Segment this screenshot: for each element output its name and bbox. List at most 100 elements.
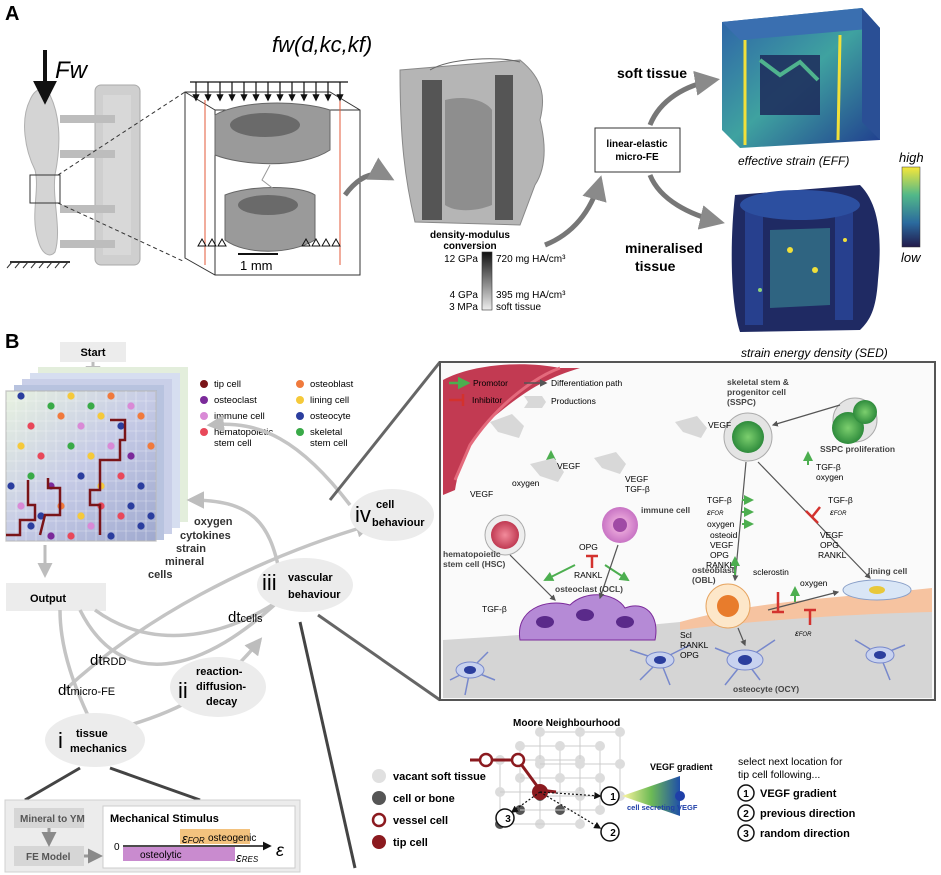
density-modulus-table: 12 GPa 720 mg HA/cm³ 4 GPa 395 mg HA/cm³… [444, 254, 566, 313]
tgf-obl-3: oxygen [707, 519, 735, 529]
legend-dot-osteoblast [296, 380, 304, 388]
legend-immune: immune cell [214, 411, 265, 422]
mineralised-label-2: tissue [635, 258, 676, 274]
zoom-line-top [57, 91, 186, 176]
vegf-label-sspc: VEGF [708, 420, 731, 430]
distributed-force-label: fw(d,kc,kf) [272, 32, 372, 57]
grid-agent-21 [77, 472, 85, 480]
module-i[interactable]: i tissue mechanics [45, 713, 145, 767]
grid-agent-24 [137, 482, 145, 490]
tgf-label-immune: TGF-β [625, 484, 650, 494]
colorbar-high: high [899, 150, 924, 165]
mineral-to-ym-label: Mineral to YM [20, 814, 85, 825]
ocy-prod-2: RANKL [680, 640, 709, 650]
tgf-lining-2: εFOR [830, 507, 847, 517]
moore-grid [495, 727, 625, 829]
grid-agent-0 [17, 392, 25, 400]
legend-ssc-1: skeletal [310, 427, 342, 438]
density-scale-bar [481, 251, 493, 311]
grid-agent-5 [127, 402, 135, 410]
scale-bar-label: 1 mm [240, 258, 273, 273]
tgf-obl-2: εFOR [707, 507, 724, 517]
dt-cells-sub: cells [241, 613, 264, 625]
sspc-label-1: skeletal stem & [727, 377, 789, 387]
legend-inhibitor: Inhibitor [472, 395, 502, 405]
sed-volume [731, 185, 880, 332]
legend-hsc-1: hematopoietic [214, 427, 273, 438]
legend-dot-osteoclast [200, 396, 208, 404]
panel-a-letter: A [5, 3, 19, 25]
tgf-obl-1: TGF-β [707, 495, 732, 505]
tgf-hsc-label: TGF-β [482, 604, 507, 614]
zoom-line-i-right [109, 766, 201, 802]
support-triangles [197, 237, 341, 247]
rule-num-2: 2 [743, 809, 749, 820]
legend-dot-lining [296, 396, 304, 404]
dens-mod-title-2: conversion [443, 241, 496, 252]
fe-model-gray [399, 58, 545, 226]
module-ii[interactable]: ii reaction- diffusion- decay [170, 657, 266, 717]
grid-agent-17 [127, 452, 135, 460]
cell-behaviour-panel [439, 361, 936, 701]
arrow-to-fe-box [544, 175, 607, 248]
legend-dot-immune [200, 412, 208, 420]
module-iii[interactable]: iii vascular behaviour [257, 558, 353, 612]
mech-osteolytic: osteolytic [140, 850, 182, 861]
fe-box-line2: micro-FE [615, 152, 659, 163]
hsc-label-1: hematopoietic [443, 549, 501, 559]
tgf-oxy-prolif-2: oxygen [816, 472, 844, 482]
fe-model-label: FE Model [26, 852, 71, 863]
layer-mineral: mineral [165, 556, 204, 568]
grid-agent-18 [147, 442, 155, 450]
vegf-label-hsc: VEGF [470, 489, 493, 499]
legend-diff-path: Differentiation path [551, 378, 622, 388]
sed-caption: strain energy density (SED) [741, 346, 888, 360]
sspc-prolif-label: SSPC proliferation [820, 444, 895, 454]
sspc-label-2: progenitor cell [727, 387, 786, 397]
grid-agent-32 [27, 522, 35, 530]
legend-promotor: Promotor [473, 378, 508, 388]
arrow-to-fe-model [343, 157, 395, 197]
grid-agent-26 [37, 512, 45, 520]
oxygen-label-top: oxygen [512, 478, 540, 488]
module-iv[interactable]: iv cell behaviour [350, 489, 434, 541]
moore-legend-vacant: vacant soft tissue [393, 771, 486, 783]
fe-solver-box [594, 127, 681, 173]
vegf-label-immune: VEGF [625, 474, 648, 484]
tgf-oxy-prolif-1: TGF-β [816, 462, 841, 472]
cell-secreting-label: cell secreting VEGF [627, 803, 698, 812]
obl-prod-1: osteoid [710, 530, 738, 540]
ocy-prod-3: OPG [680, 650, 699, 660]
grid-agent-15 [87, 452, 95, 460]
grid-agent-13 [37, 452, 45, 460]
rule-3: random direction [760, 828, 850, 840]
layer-cells: cells [148, 569, 172, 581]
rule-list: 1 VEGF gradient 2 previous direction 3 r… [737, 784, 856, 842]
legend-dot-hsc [200, 428, 208, 436]
start-box [60, 342, 126, 362]
force-label: Fw [55, 57, 89, 84]
moore-legend-vessel-icon [371, 812, 387, 828]
ocy-prod-1: Scl [680, 630, 692, 640]
rule-num-1: 1 [743, 789, 749, 800]
module-ii-label-1: reaction- [196, 666, 243, 678]
output-box [6, 583, 106, 611]
vessel-paths [6, 418, 127, 537]
tgf-lining-1: TGF-β [828, 495, 853, 505]
legend-ssc-2: stem cell [310, 438, 347, 449]
vegf-label-top: VEGF [557, 461, 580, 471]
rule-intro-1: select next location for [738, 756, 843, 768]
moore-legend-vacant-icon [372, 769, 386, 783]
zoom-line-iv-bottom [317, 613, 441, 702]
grid-agent-6 [27, 422, 35, 430]
soft-tissue-label: soft tissue [617, 65, 687, 81]
cell-type-legend: tip cell osteoclast immune cell hematopo… [200, 379, 354, 449]
eff-strain-cube [722, 8, 880, 148]
moore-num-3: 3 [505, 814, 511, 825]
legend-hsc-2: stem cell [214, 438, 251, 449]
obl-prod-3: OPG [710, 550, 729, 560]
mech-eps-for-sub: FOR [188, 836, 205, 845]
module-iii-num: iii [262, 570, 277, 595]
dm-modulus-1: 4 GPa [450, 290, 479, 301]
